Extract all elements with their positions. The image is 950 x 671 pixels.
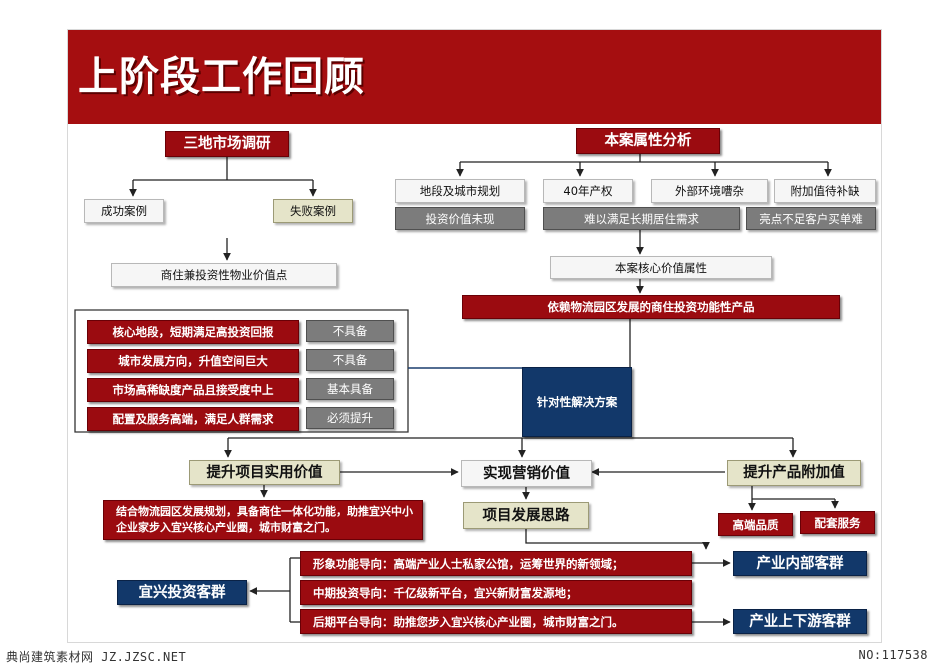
watermark-left: 典尚建筑素材网 JZ.JZSC.NET bbox=[6, 650, 187, 664]
attribute-2: 40年产权 bbox=[543, 179, 633, 203]
high-quality-box: 高端品质 bbox=[718, 513, 793, 536]
issue-1: 投资价值未现 bbox=[395, 207, 525, 230]
value-point-box: 商住兼投资性物业价值点 bbox=[111, 263, 337, 287]
solution-box: 针对性解决方案 bbox=[522, 367, 632, 437]
fail-case-box: 失败案例 bbox=[273, 199, 353, 223]
attribute-4: 附加值待补缺 bbox=[774, 179, 876, 203]
research-box: 三地市场调研 bbox=[165, 131, 289, 157]
attribute-1: 地段及城市规划 bbox=[395, 179, 525, 203]
issue-4: 亮点不足客户买单难 bbox=[746, 207, 876, 230]
title-banner bbox=[68, 30, 881, 124]
factor-3: 市场高稀缺度产品且接受度中上 bbox=[87, 378, 299, 402]
issue-2: 难以满足长期居住需求 bbox=[543, 207, 740, 230]
attribute-3: 外部环境嘈杂 bbox=[651, 179, 768, 203]
factor-2-status: 不具备 bbox=[306, 349, 394, 371]
service-box: 配套服务 bbox=[800, 511, 875, 534]
factor-3-status: 基本具备 bbox=[306, 378, 394, 400]
factor-4: 配置及服务高端，满足人群需求 bbox=[87, 407, 299, 431]
attribute-analysis-box: 本案属性分析 bbox=[576, 128, 720, 154]
factor-4-status: 必须提升 bbox=[306, 407, 394, 429]
factor-2: 城市发展方向，升值空间巨大 bbox=[87, 349, 299, 373]
factor-1: 核心地段，短期满足高投资回报 bbox=[87, 320, 299, 344]
core-value-box: 本案核心价值属性 bbox=[550, 256, 772, 279]
description-box: 结合物流园区发展规划，具备商住一体化功能，助推宜兴中小企业家步入宜兴核心产业圈，… bbox=[103, 500, 423, 540]
marketing-value-box: 实现营销价值 bbox=[461, 460, 592, 487]
orientation-1: 形象功能导向：高端产业人士私家公馆，运筹世界的新领域； bbox=[300, 551, 692, 576]
page-title: 上阶段工作回顾 bbox=[78, 54, 365, 100]
industry-internal-box: 产业内部客群 bbox=[733, 551, 867, 576]
investors-box: 宜兴投资客群 bbox=[117, 580, 247, 605]
orientation-3: 后期平台导向：助推您步入宜兴核心产业圈，城市财富之门。 bbox=[300, 609, 692, 634]
factor-1-status: 不具备 bbox=[306, 320, 394, 342]
industry-chain-box: 产业上下游客群 bbox=[733, 609, 867, 634]
product-box: 依赖物流园区发展的商住投资功能性产品 bbox=[462, 295, 840, 319]
watermark-right: NO:117538 bbox=[858, 648, 928, 662]
factors-bracket bbox=[74, 309, 409, 433]
orientation-2: 中期投资导向：千亿级新平台，宜兴新财富发源地； bbox=[300, 580, 692, 605]
improve-addon-box: 提升产品附加值 bbox=[727, 460, 861, 486]
success-case-box: 成功案例 bbox=[84, 199, 164, 223]
dev-idea-box: 项目发展思路 bbox=[463, 502, 589, 529]
improve-value-box: 提升项目实用价值 bbox=[189, 460, 340, 485]
conn-dev-to-orient bbox=[525, 529, 710, 550]
